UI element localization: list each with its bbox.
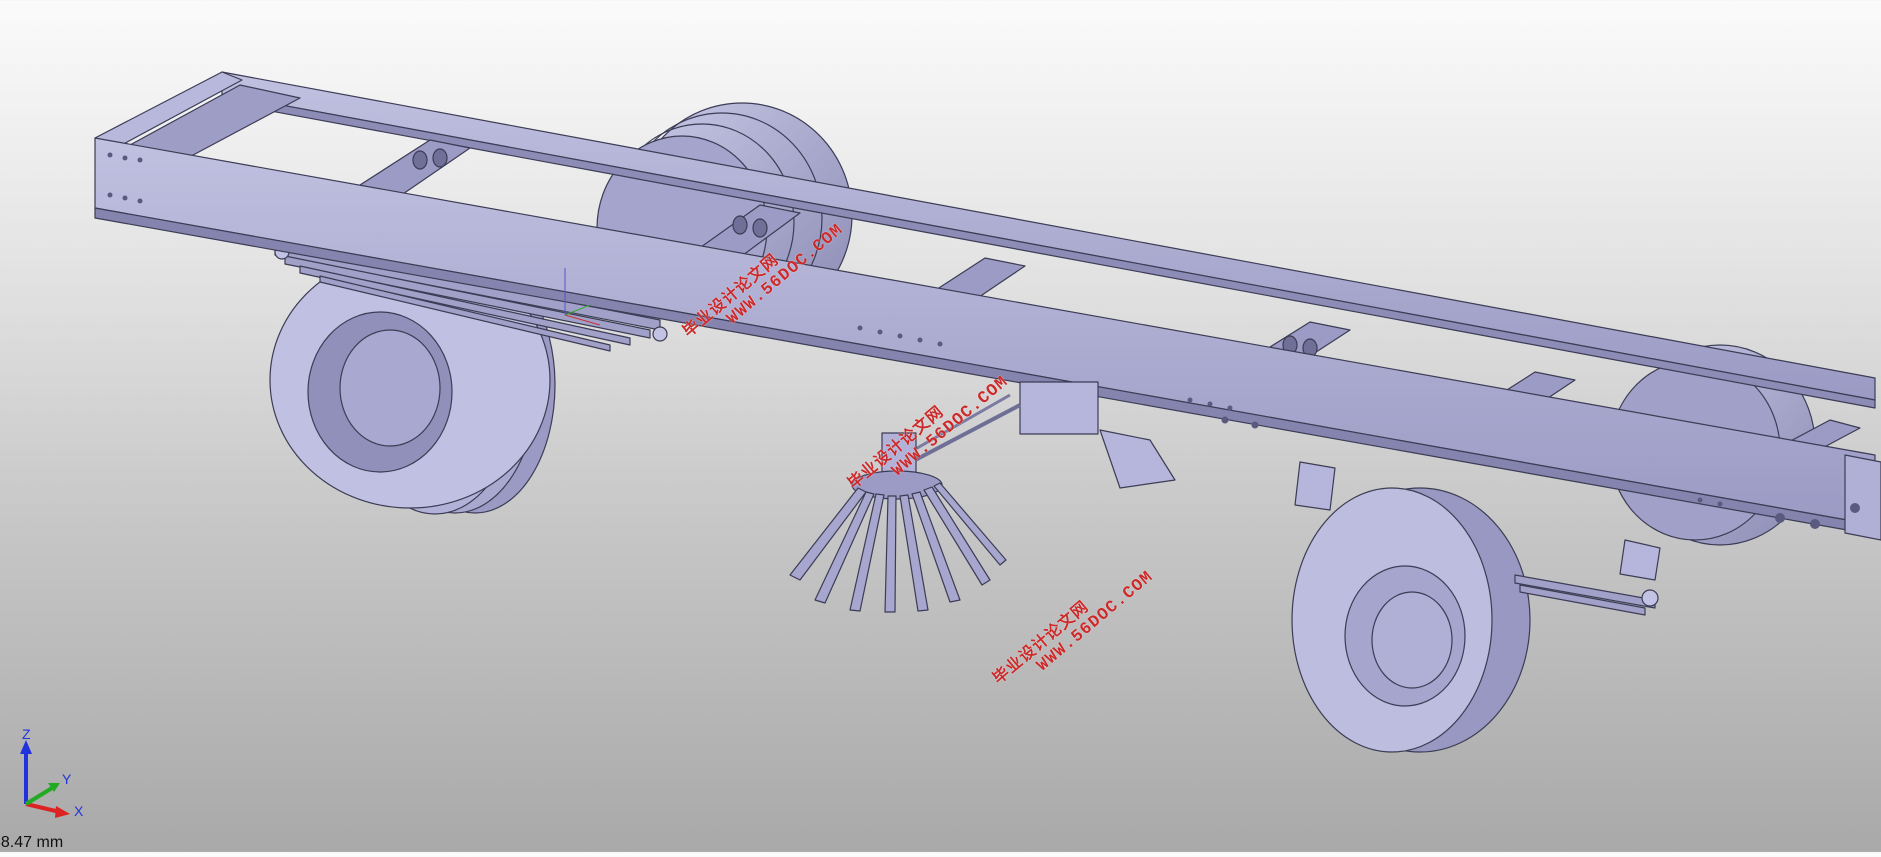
sweeper-brush [789,393,1021,613]
axis-triad: Z Y X [20,728,84,818]
front-near-tire [1291,487,1531,753]
axis-x-label: X [74,803,84,818]
scale-readout: 38.47 mm [0,834,64,851]
front-leaf-spring [1514,574,1659,616]
axis-z-label: Z [22,728,31,742]
axis-y-label: Y [62,771,72,787]
